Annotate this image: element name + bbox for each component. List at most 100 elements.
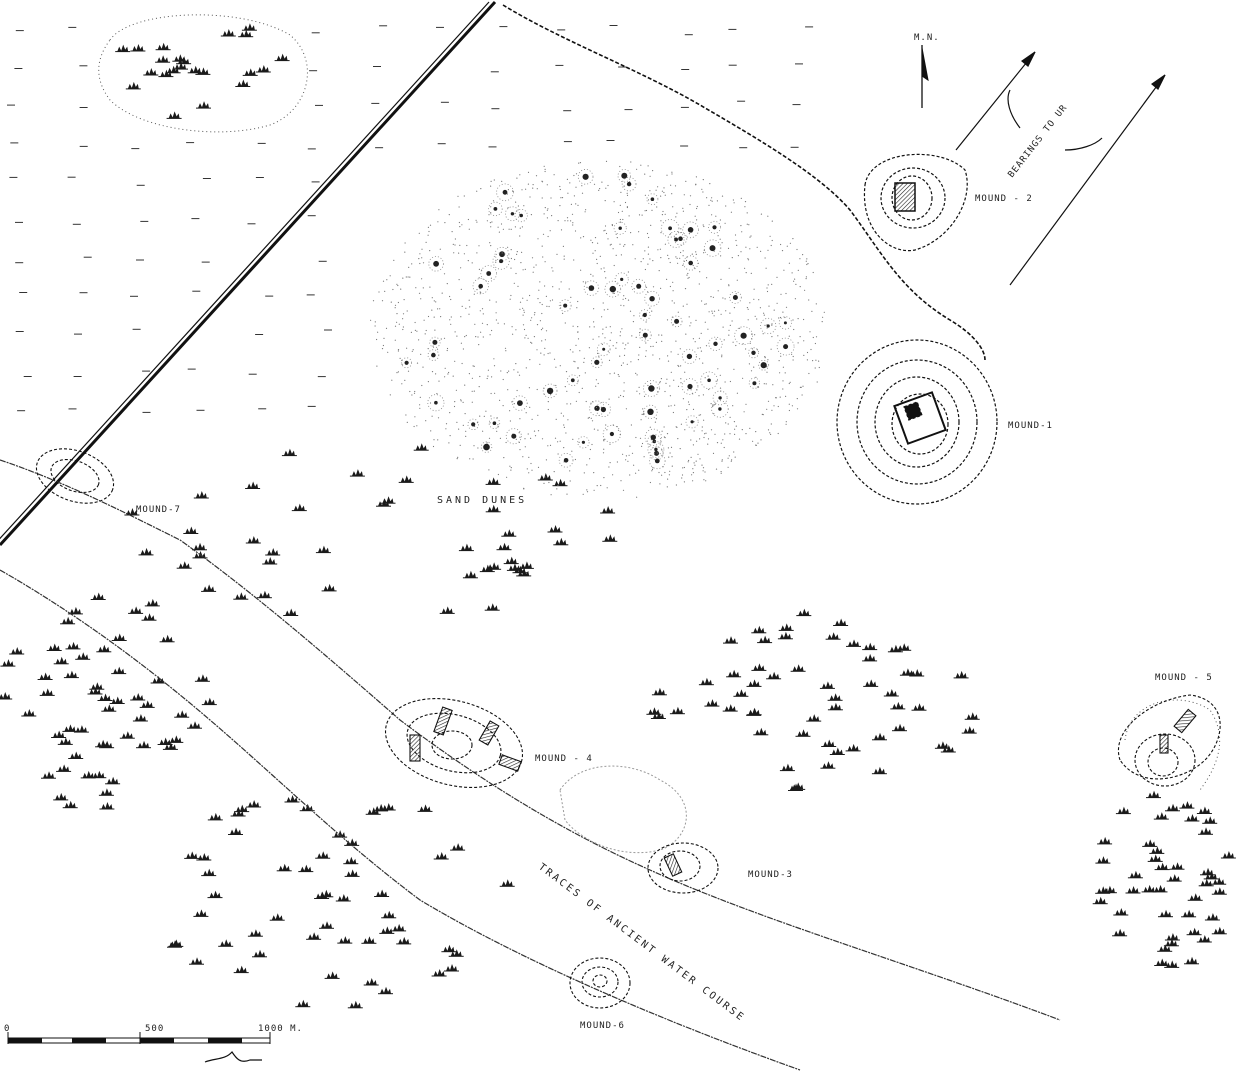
vegetation-tuft <box>496 542 512 551</box>
dune-stipple <box>762 333 764 335</box>
mound-7[interactable] <box>29 439 121 513</box>
dune-stipple <box>707 328 709 330</box>
dune-stipple <box>541 303 543 306</box>
dune-stipple <box>445 428 447 430</box>
dune-stipple <box>376 365 378 367</box>
dune-stipple <box>622 453 624 455</box>
dune-stipple <box>746 212 748 214</box>
dune-stipple <box>688 316 690 318</box>
vegetation-tuft <box>722 635 739 644</box>
vegetation-tuft <box>129 43 146 52</box>
dune-stipple <box>814 367 816 369</box>
dune-stipple <box>580 269 582 271</box>
dune-stipple <box>783 269 785 271</box>
dune-stipple <box>624 348 626 350</box>
vegetation-tuft <box>552 478 568 487</box>
dune-stipple <box>722 439 724 441</box>
dune-stipple <box>555 384 557 387</box>
dune-stipple <box>416 362 419 364</box>
dune-stipple <box>732 405 734 407</box>
vegetation-tuft <box>264 547 281 556</box>
dune-stipple <box>665 382 667 384</box>
dune-stipple <box>688 403 690 406</box>
dune-stipple <box>581 185 583 187</box>
dune-stipple <box>799 258 801 260</box>
dune-stipple <box>745 348 747 350</box>
dune-stipple <box>763 314 765 316</box>
dune-stipple <box>416 425 418 427</box>
dune-stipple <box>402 277 404 279</box>
dune-stipple <box>488 469 490 471</box>
dune-stipple <box>766 371 768 373</box>
dune-stipple <box>661 449 663 451</box>
dune-stipple <box>806 263 808 266</box>
dune-stipple <box>594 250 596 252</box>
dune-stipple <box>593 308 595 310</box>
mound-2[interactable] <box>863 153 968 252</box>
dune-stipple <box>560 281 562 283</box>
dune-hummock <box>683 255 699 271</box>
dune-stipple <box>546 184 548 186</box>
dune-stipple <box>448 371 450 374</box>
dune-stipple <box>636 496 638 498</box>
dune-stipple <box>797 342 799 344</box>
dune-stipple <box>553 358 556 360</box>
dune-stipple <box>430 430 432 432</box>
dune-stipple <box>747 258 749 260</box>
dune-stipple <box>483 415 485 417</box>
dune-stipple <box>677 262 679 264</box>
dune-stipple <box>471 262 473 264</box>
dune-stipple <box>668 474 671 476</box>
dune-stipple <box>381 300 384 302</box>
dune-stipple <box>462 424 464 426</box>
dune-stipple <box>437 221 439 223</box>
vegetation-tuft <box>599 505 616 514</box>
dune-stipple <box>721 460 723 462</box>
dune-stipple <box>438 380 440 382</box>
vegetation-tuft <box>861 642 878 651</box>
dune-stipple <box>652 286 655 288</box>
dune-hummock <box>644 290 660 307</box>
dune-stipple <box>509 410 511 412</box>
dune-stipple <box>543 482 545 484</box>
dune-stipple <box>735 293 737 295</box>
dune-stipple <box>622 395 625 398</box>
dune-stipple <box>404 242 406 244</box>
dune-stipple <box>502 405 504 407</box>
vegetation-tuft <box>245 799 262 808</box>
dune-stipple <box>672 411 675 414</box>
dune-stipple <box>551 215 553 217</box>
dune-stipple <box>698 283 700 285</box>
dune-stipple <box>472 365 474 367</box>
dune-stipple <box>659 483 661 485</box>
dune-stipple <box>615 347 617 349</box>
dune-stipple <box>497 226 499 228</box>
mound-5[interactable] <box>1117 694 1221 787</box>
dune-stipple <box>563 426 566 428</box>
dune-stipple <box>802 254 804 256</box>
mound-1[interactable] <box>836 339 998 505</box>
dune-stipple <box>731 320 733 322</box>
vegetation-tuft <box>207 890 223 899</box>
dune-stipple <box>418 258 420 260</box>
vegetation-tuft <box>90 592 107 600</box>
mound-4[interactable] <box>376 684 533 801</box>
vegetation-tuft <box>336 935 353 944</box>
dune-stipple <box>546 209 549 211</box>
dune-stipple <box>688 459 690 462</box>
vegetation-tuft <box>251 949 268 958</box>
mound-3[interactable] <box>647 842 719 894</box>
dune-stipple <box>539 302 541 304</box>
dune-stipple <box>378 291 380 293</box>
vegetation-tuft <box>167 734 184 743</box>
dune-stipple <box>628 454 630 456</box>
dune-stipple <box>629 310 632 312</box>
dune-stipple <box>755 376 757 378</box>
mound-6[interactable] <box>569 957 631 1009</box>
dune-stipple <box>702 179 704 181</box>
dune-stipple <box>623 382 625 384</box>
dune-stipple <box>647 263 649 265</box>
dune-stipple <box>626 192 628 194</box>
dune-stipple <box>393 259 395 261</box>
dune-stipple <box>530 341 532 343</box>
